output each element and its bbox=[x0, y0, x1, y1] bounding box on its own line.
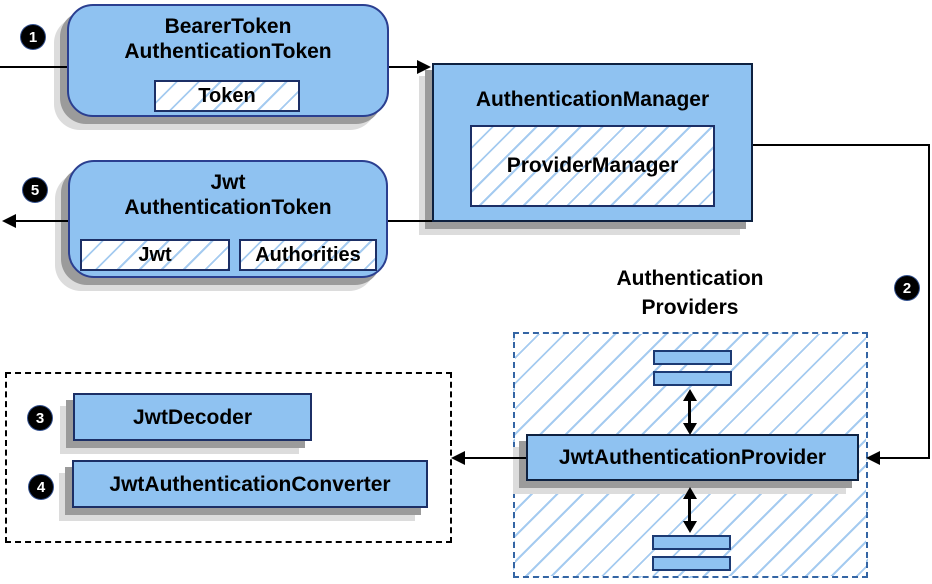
double-arrow-top-up-head-icon bbox=[683, 389, 697, 401]
arrow-to-authentication-manager-line bbox=[389, 66, 418, 68]
jwt-authentication-provider-title: JwtAuthenticationProvider bbox=[558, 446, 827, 469]
token-chip: Token bbox=[154, 80, 300, 112]
arrow-request-in-line bbox=[0, 66, 67, 68]
authentication-manager-title: AuthenticationManager bbox=[475, 88, 710, 111]
authorities-chip: Authorities bbox=[239, 239, 377, 271]
double-arrow-bottom-up-head-icon bbox=[683, 487, 697, 499]
provider-stack-top-rect-2 bbox=[653, 371, 732, 386]
provider-stack-top-rect-1 bbox=[653, 350, 732, 365]
arrow-to-authentication-manager-head-icon bbox=[417, 60, 431, 74]
providers-group-label-line2: Providers bbox=[641, 296, 739, 319]
jwt-chip: Jwt bbox=[80, 239, 230, 271]
arrow-manager-to-provider-vertical-segment bbox=[928, 144, 930, 459]
step-4-badge: 4 bbox=[29, 475, 53, 499]
jwt-token-title-line1: Jwt bbox=[210, 171, 246, 194]
double-arrow-bottom-line bbox=[688, 497, 691, 523]
connector-manager-to-jwt-token bbox=[388, 220, 432, 222]
provider-manager-chip: ProviderManager bbox=[470, 125, 715, 207]
arrow-authentication-out-line bbox=[14, 220, 68, 222]
jwt-authentication-provider-node: JwtAuthenticationProvider bbox=[526, 434, 859, 481]
double-arrow-bottom-down-head-icon bbox=[683, 521, 697, 533]
jwt-token-title-line2: AuthenticationToken bbox=[124, 196, 332, 219]
jwt-authentication-converter-node: JwtAuthenticationConverter bbox=[72, 460, 428, 508]
double-arrow-top-down-head-icon bbox=[683, 423, 697, 435]
bearer-token-title-line2: AuthenticationToken bbox=[124, 40, 332, 63]
bearer-token-authentication-token-node: BearerToken AuthenticationToken Token bbox=[67, 4, 389, 117]
jwt-authentication-token-node: Jwt AuthenticationToken Jwt Authorities bbox=[68, 160, 388, 278]
step-2-badge: 2 bbox=[895, 276, 919, 300]
arrow-provider-to-decoder-group-head-icon bbox=[451, 451, 465, 465]
providers-group-label: Authentication Providers bbox=[590, 264, 790, 322]
step-1-badge: 1 bbox=[21, 25, 45, 49]
arrow-provider-to-decoder-group-line bbox=[464, 457, 526, 459]
authentication-manager-node: AuthenticationManager ProviderManager bbox=[432, 63, 753, 222]
provider-stack-bottom-rect-2 bbox=[652, 556, 731, 571]
arrow-manager-to-provider-top-segment bbox=[753, 144, 930, 146]
bearer-token-title-line1: BearerToken bbox=[164, 15, 292, 38]
providers-group-label-line1: Authentication bbox=[616, 267, 764, 290]
step-3-badge: 3 bbox=[28, 406, 52, 430]
jwt-authentication-converter-title: JwtAuthenticationConverter bbox=[109, 472, 391, 496]
double-arrow-top-line bbox=[688, 399, 691, 425]
arrow-manager-to-provider-bottom-segment bbox=[879, 457, 930, 459]
provider-stack-bottom-rect-1 bbox=[652, 535, 731, 550]
step-5-badge: 5 bbox=[23, 178, 47, 202]
arrow-authentication-out-head-icon bbox=[2, 214, 16, 228]
arrow-manager-to-provider-head-icon bbox=[866, 451, 880, 465]
jwt-decoder-node: JwtDecoder bbox=[73, 393, 312, 441]
jwt-decoder-title: JwtDecoder bbox=[132, 405, 253, 429]
